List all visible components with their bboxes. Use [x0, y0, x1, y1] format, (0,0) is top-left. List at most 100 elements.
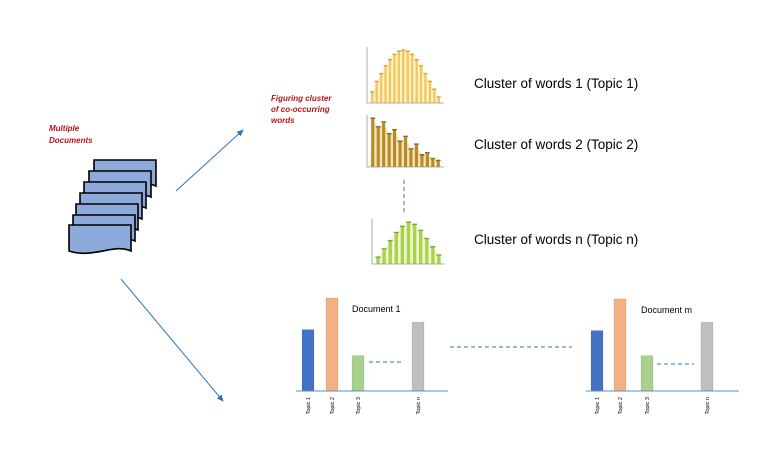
cluster-3-bar-cap-8 [418, 229, 424, 232]
cluster-3-bar-cap-11 [436, 254, 442, 256]
cluster-1-label: Cluster of words 1 (Topic 1) [474, 76, 638, 91]
cluster-2-bar-cap-10 [419, 154, 425, 156]
cluster-n-label: Cluster of words n (Topic n) [474, 232, 638, 247]
cluster-2-bar-9 [414, 144, 418, 167]
cluster-2-bar-cap-1 [370, 117, 376, 119]
cluster-3-bar-cap-9 [424, 237, 430, 240]
cluster-3-bar-cap-1 [375, 256, 381, 258]
multiple-documents-line-2: Documents [49, 136, 93, 145]
cluster-3-bar-8 [419, 231, 423, 264]
document-2-bar-topic-4 [700, 321, 714, 392]
cluster-1-bar-12 [419, 66, 423, 103]
cluster-1-area [370, 51, 441, 103]
document-2-bar-topic-3 [640, 355, 654, 392]
multiple-documents-note: Multiple Documents [49, 124, 93, 145]
cluster-3-bar-cap-2 [381, 248, 387, 250]
document-1-title: Document 1 [352, 304, 401, 314]
cluster-3-bar-cap-7 [412, 223, 418, 226]
figuring-cluster-line-1: Figuring cluster [271, 94, 332, 103]
cluster-1-bar-15 [433, 90, 436, 103]
cluster-1-bar-cap-11 [414, 58, 419, 61]
document-2-bar-topic-1 [590, 330, 604, 392]
cluster-1-bar-cap-9 [405, 50, 410, 52]
document-1-topic-label-3: Topic 3 [356, 397, 362, 414]
cluster-3-bar-6 [406, 223, 411, 264]
cluster-1-bar-7 [397, 52, 401, 103]
cluster-3-bar-cap-6 [406, 221, 411, 223]
document-1-bar-topic-1 [301, 329, 315, 392]
cluster-2-bar-cap-2 [375, 126, 381, 128]
cluster-2-bar-13 [436, 161, 440, 167]
cluster-2-bar-5 [393, 130, 397, 167]
cluster-1-bar-cap-13 [423, 72, 428, 75]
cluster-2-bar-cap-6 [397, 140, 403, 142]
multiple-documents-line-1: Multiple [49, 124, 80, 133]
cluster-2-bar-12 [431, 159, 435, 167]
cluster-1-bar-cap-7 [396, 50, 401, 52]
cluster-2-label: Cluster of words 2 (Topic 2) [474, 137, 638, 152]
cluster-2-bar-cap-4 [386, 132, 392, 135]
cluster-2-bar-cap-3 [381, 121, 386, 123]
document-1-topic-label-4: Topic n [416, 397, 422, 414]
cluster-1-bar-5 [388, 60, 392, 103]
cluster-2-bar-3 [382, 122, 386, 167]
document-1-bar-topic-3 [351, 355, 365, 392]
cluster-2-bar-6 [398, 142, 402, 167]
cluster-1-bar-cap-4 [383, 65, 388, 67]
cluster-3-bar-cap-10 [430, 246, 436, 248]
cluster-1-bar-cap-1 [370, 91, 375, 93]
cluster-3-bar-5 [400, 227, 405, 264]
cluster-2-bar-11 [425, 153, 429, 167]
cluster-1-bar-14 [428, 82, 432, 103]
cluster-1-bar-cap-3 [379, 72, 384, 75]
cluster-1-bar-cap-5 [387, 58, 392, 61]
cluster-1-bar-cap-2 [374, 80, 379, 83]
cluster-2-bar-1 [371, 119, 375, 167]
cluster-3-histogram [371, 219, 445, 265]
cluster-3-bar-11 [437, 255, 441, 264]
cluster-2-bar-cap-12 [430, 157, 436, 160]
cluster-1-bar-11 [415, 60, 418, 103]
cluster-3-bar-cap-4 [393, 231, 399, 234]
cluster-1-bar-1 [371, 92, 374, 103]
document-page-7 [68, 224, 132, 255]
cluster-1-bar-6 [393, 55, 396, 103]
cluster-2-bar-cap-8 [408, 148, 414, 150]
cluster-1-bar-16 [437, 97, 440, 103]
arrow-to-clusters [175, 129, 244, 192]
cluster-3-bar-9 [425, 239, 429, 264]
cluster-3-bar-cap-3 [387, 239, 393, 242]
document-stack-icon [68, 159, 157, 255]
document-2-title: Document m [641, 305, 692, 315]
cluster-2-bar-cap-9 [414, 143, 419, 145]
cluster-2-bar-8 [409, 149, 413, 167]
cluster-1-bar-cap-6 [392, 53, 397, 56]
cluster-3-bar-3 [388, 241, 392, 264]
cluster-3-bar-1 [376, 257, 380, 264]
arrow-to-documents [120, 278, 224, 402]
cluster-2-bar-10 [420, 155, 424, 167]
cluster-1-bar-3 [379, 74, 383, 103]
cluster-1-bar-13 [424, 74, 427, 103]
cluster-2-bar-4 [387, 134, 391, 167]
document-1-bar-topic-2 [325, 297, 339, 392]
cluster-2-bar-cap-11 [425, 152, 430, 154]
cluster-1-bar-9 [406, 52, 409, 103]
document-2-topic-label-3: Topic 3 [645, 397, 651, 414]
cluster-3-bar-10 [431, 247, 435, 264]
cluster-2-histogram [366, 115, 444, 168]
document-2-topic-label-4: Topic n [705, 397, 711, 414]
figuring-cluster-line-3: words [271, 116, 295, 125]
cluster-2-bar-7 [404, 137, 408, 167]
cluster-1-bar-cap-15 [432, 88, 437, 90]
cluster-1-histogram [366, 47, 444, 104]
cluster-1-bar-cap-8 [401, 49, 406, 51]
cluster-1-bar-10 [410, 55, 414, 103]
cluster-1-bar-4 [384, 66, 387, 103]
document-1-topic-label-1: Topic 1 [306, 397, 312, 414]
document-2-topic-label-1: Topic 1 [595, 397, 601, 414]
